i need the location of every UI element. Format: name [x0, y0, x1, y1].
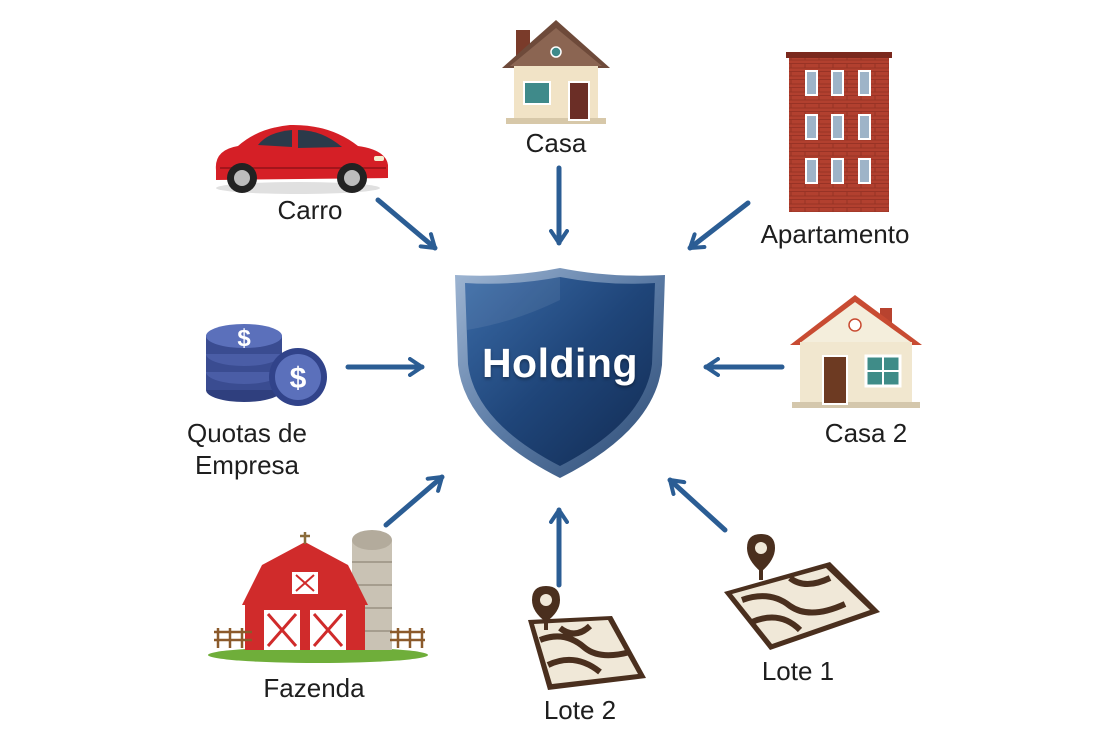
- label-fazenda: Fazenda: [263, 673, 365, 703]
- land-plot-icon: [724, 534, 880, 650]
- label-casa: Casa: [525, 128, 587, 158]
- holding-shield: [455, 268, 665, 478]
- car-icon: [215, 124, 388, 194]
- arrow-from-carro: [375, 197, 438, 251]
- label-lote2: Lote 2: [543, 695, 617, 725]
- svg-text:$: $: [290, 362, 307, 395]
- arrow-from-lote1: [667, 477, 728, 533]
- house-icon: [502, 20, 610, 124]
- land-plot-icon: [528, 586, 646, 690]
- label-carro: Carro: [277, 195, 343, 225]
- house-icon: [790, 295, 922, 408]
- arrow-from-fazenda: [383, 474, 445, 528]
- arrows: [345, 165, 785, 588]
- holding-title: Holding: [481, 340, 639, 386]
- label-quotas-line2: Empresa: [194, 450, 300, 480]
- label-apartamento: Apartamento: [760, 219, 910, 249]
- label-lote1: Lote 1: [761, 656, 835, 686]
- arrow-from-apartamento: [687, 200, 751, 251]
- coin-stack-icon: $ $: [206, 324, 327, 406]
- label-casa2: Casa 2: [824, 418, 908, 448]
- label-quotas-line1: Quotas de: [187, 418, 307, 448]
- svg-text:$: $: [237, 325, 251, 352]
- apartment-building-icon: [786, 52, 892, 212]
- barn-icon: [208, 530, 428, 663]
